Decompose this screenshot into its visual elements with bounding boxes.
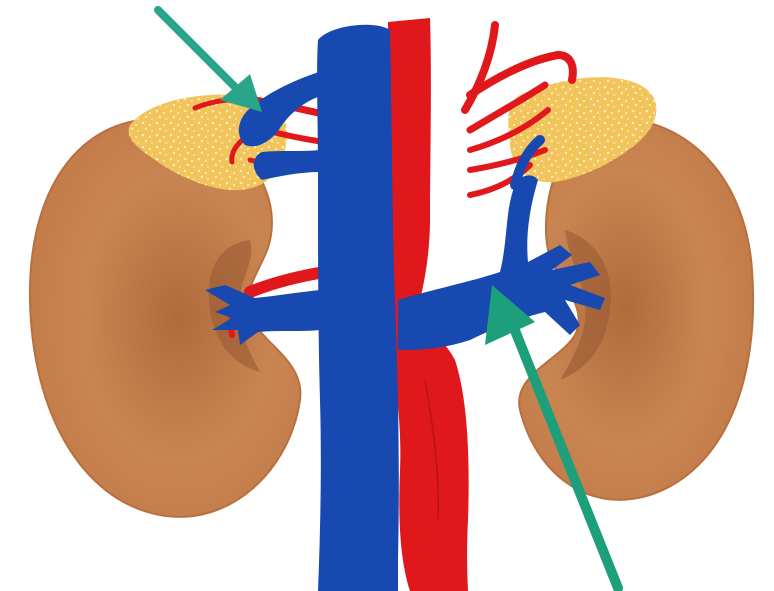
arrow-icon: [158, 10, 246, 98]
right-adrenal-vein-branch: [254, 150, 320, 180]
inferior-vena-cava: [317, 25, 399, 591]
